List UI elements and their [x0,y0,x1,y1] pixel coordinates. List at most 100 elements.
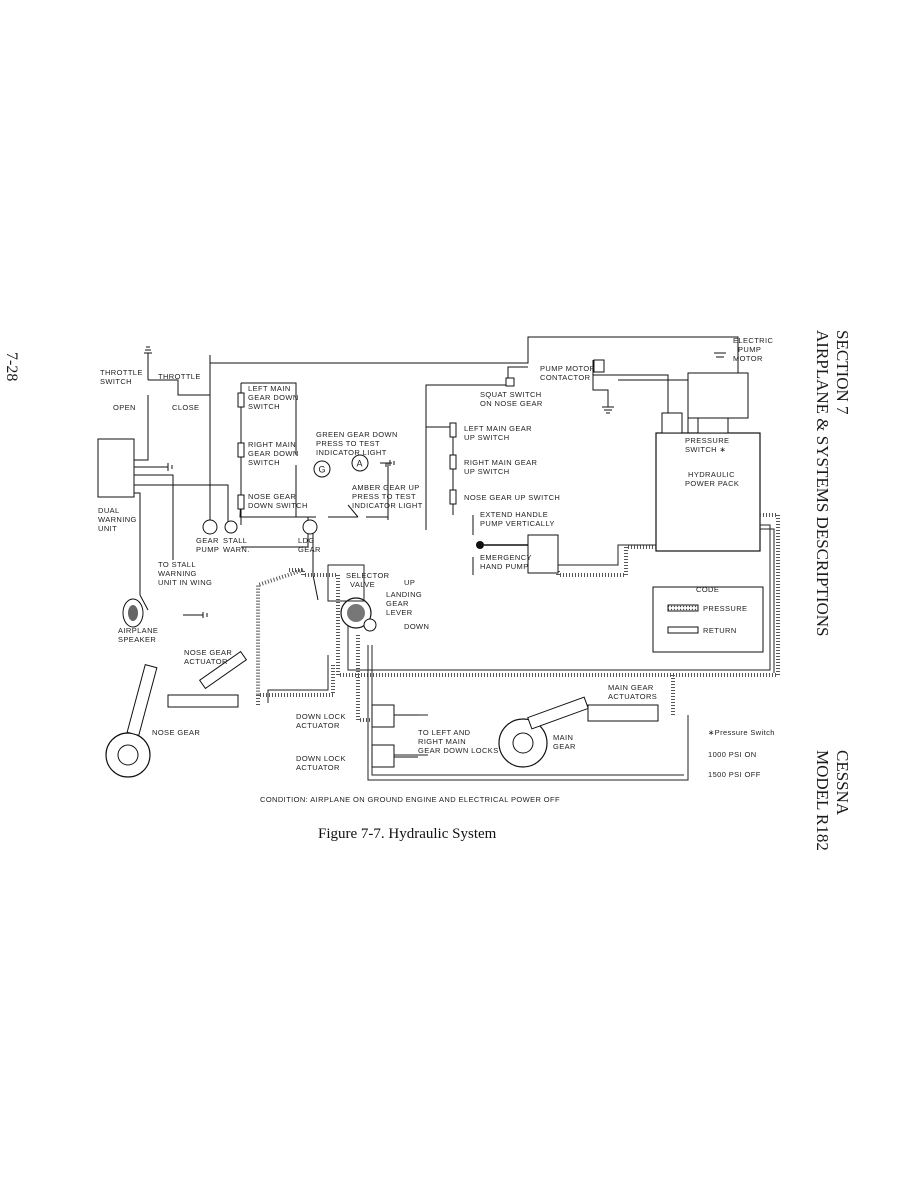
code-legend: CODE PRESSURE RETURN [652,585,764,653]
hydraulic-power-pack [655,372,761,552]
open-label: OPEN [113,403,136,412]
left-main-down-label-2: GEAR DOWN [248,393,299,402]
throttle-label: THROTTLE [158,372,201,381]
main-gear [498,696,659,768]
page-number: 7-28 [3,352,20,382]
nose-actuator-label-2: ACTUATOR [184,657,228,666]
section-title: AIRPLANE & SYSTEMS DESCRIPTIONS [813,330,832,637]
squat-switch-label: SQUAT SWITCH [480,390,542,399]
selector-valve [327,564,377,632]
left-main-down-label: LEFT MAIN [248,384,291,393]
right-main-down-label-2: GEAR DOWN [248,449,299,458]
left-main-down-label-3: SWITCH [248,402,280,411]
green-light-text: GREEN GEAR DOWN [316,430,398,439]
selector-valve-label-2: VALVE [350,580,375,589]
down-lock-label-2: ACTUATOR [296,721,340,730]
main-actuators-label-2: ACTUATORS [608,692,657,701]
hydraulic-lines [256,513,780,781]
pump-motor-label-2: PUMP [738,345,761,354]
left-main-up-label-2: UP SWITCH [464,433,510,442]
to-left-right-label: TO LEFT AND [418,728,471,737]
right-main-up-label: RIGHT MAIN GEAR [464,458,538,467]
ldg-gear-label: LDG [298,536,315,545]
down-lock-label-b: DOWN LOCK [296,754,346,763]
main-gear-label-2: GEAR [553,742,576,751]
section-number: SECTION 7 [833,330,852,415]
green-light-text-2: PRESS TO TEST [316,439,380,448]
section-header: SECTION 7 AIRPLANE & SYSTEMS DESCRIPTION… [812,330,852,637]
close-label: CLOSE [172,403,199,412]
main-actuators-label: MAIN GEAR [608,683,654,692]
dual-warning-label-2: WARNING [98,515,137,524]
emergency-pump-label: EMERGENCY [480,553,532,562]
down-lock-label-b2: ACTUATOR [296,763,340,772]
to-left-right-label-3: GEAR DOWN LOCKS [418,746,499,755]
airplane-speaker [122,598,144,628]
electrical-wiring [134,336,739,611]
to-stall-label: TO STALL [158,560,196,569]
dual-warning-unit-box [97,438,135,498]
condition-label: CONDITION: AIRPLANE ON GROUND ENGINE AND… [260,795,560,804]
contactor-label: PUMP MOTOR [540,364,596,373]
psi-off-label: 1500 PSI OFF [708,770,761,779]
nose-down-label-2: DOWN SWITCH [248,501,308,510]
amber-light-text: AMBER GEAR UP [352,483,420,492]
legend-return: RETURN [703,626,737,635]
nose-down-label: NOSE GEAR [248,492,296,501]
right-main-down-label: RIGHT MAIN [248,440,296,449]
ground-symbols [144,346,726,618]
main-gear-label: MAIN [553,733,573,742]
down-lock-actuators [371,704,418,768]
pressure-swatch [667,604,699,612]
to-stall-label-2: WARNING [158,569,197,578]
emergency-hand-pump [472,515,559,575]
extend-handle-label: EXTEND HANDLE [480,510,548,519]
return-swatch [667,626,699,634]
legend-title: CODE [696,585,719,594]
power-pack-label: HYDRAULIC [688,470,735,479]
nose-gear-label: NOSE GEAR [152,728,200,737]
gear-lever-label-2: GEAR [386,599,409,608]
to-left-right-label-2: RIGHT MAIN [418,737,466,746]
amber-light-text-2: PRESS TO TEST [352,492,416,501]
nose-up-label: NOSE GEAR UP SWITCH [464,493,560,502]
stall-warn-label: STALL [223,536,247,545]
pressure-switch-label-2: SWITCH ∗ [685,445,726,454]
psi-on-label: 1000 PSI ON [708,750,757,759]
contactor-label-2: CONTACTOR [540,373,591,382]
right-main-down-label-3: SWITCH [248,458,280,467]
indicator-lights: G A [202,454,369,535]
selector-valve-label: SELECTOR [346,571,390,580]
squat-switch-label-2: ON NOSE GEAR [480,399,543,408]
figure-caption: Figure 7-7. Hydraulic System [318,826,497,842]
model-header: CESSNA MODEL R182 [812,750,852,851]
green-light-label: G [319,465,326,475]
gear-lever-label-3: LEVER [386,608,413,617]
hydraulic-system-diagram: G A [97,336,780,804]
speaker-label: AIRPLANE [118,626,158,635]
pressure-note-label: ∗Pressure Switch [708,728,775,737]
ldg-gear-label-2: GEAR [298,545,321,554]
legend-pressure: PRESSURE [703,604,747,613]
right-main-up-label-2: UP SWITCH [464,467,510,476]
amber-light-text-3: INDICATOR LIGHT [352,501,423,510]
emergency-pump-label-2: HAND PUMP [480,562,529,571]
gear-pump-label-2: PUMP [196,545,219,554]
extend-handle-label-2: PUMP VERTICALLY [480,519,555,528]
throttle-switch-label-2: SWITCH [100,377,132,386]
to-stall-label-3: UNIT IN WING [158,578,212,587]
green-light-text-3: INDICATOR LIGHT [316,448,387,457]
nose-actuator-label: NOSE GEAR [184,648,232,657]
stall-warn-label-2: WARN. [223,545,250,554]
amber-light-label: A [357,459,363,469]
gear-lever-label: LANDING [386,590,422,599]
left-main-up-label: LEFT MAIN GEAR [464,424,532,433]
nose-gear [105,650,248,778]
pump-motor-label-3: MOTOR [733,354,763,363]
power-pack-label-2: POWER PACK [685,479,739,488]
gear-pump-label: GEAR [196,536,219,545]
up-label: UP [404,578,415,587]
diagram-labels: THROTTLE SWITCH THROTTLE OPEN CLOSE DUAL… [98,336,775,804]
brand-name: CESSNA [833,750,852,816]
pump-motor-label: ELECTRIC [733,336,773,345]
